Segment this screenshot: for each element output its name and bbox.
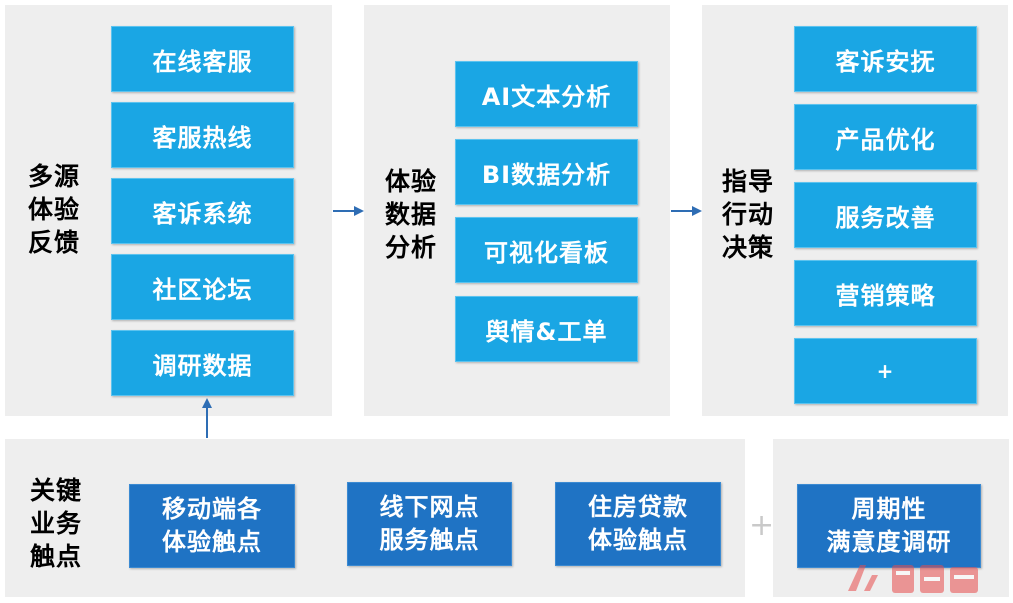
- source-service-hotline: 客服热线: [111, 102, 294, 168]
- analysis-bi-data: BI数据分析: [455, 139, 638, 205]
- source-community-forum: 社区论坛: [111, 254, 294, 320]
- action-more: +: [794, 338, 977, 404]
- source-survey-data: 调研数据: [111, 330, 294, 396]
- touchpoint-offline-line1: 线下网点: [379, 493, 480, 521]
- touchpoint-mortgage: 住房贷款 体验触点: [555, 482, 721, 566]
- satisfaction-survey-line1: 周期性: [851, 495, 927, 523]
- action-product-optimization: 产品优化: [794, 104, 977, 170]
- analysis-label: 体验 数据 分析: [385, 167, 438, 262]
- plus-separator: +: [749, 508, 775, 543]
- analysis-ai-text: AI文本分析: [455, 61, 638, 127]
- touchpoint-mortgage-line2: 体验触点: [588, 526, 688, 554]
- touchpoints-label: 关键 业务 触点: [30, 476, 83, 571]
- touchpoint-mobile-line1: 移动端各: [162, 495, 262, 523]
- analysis-dashboard: 可视化看板: [455, 217, 638, 283]
- touchpoint-mortgage-line1: 住房贷款: [588, 493, 688, 521]
- actions-label: 指导 行动 决策: [722, 167, 775, 262]
- action-marketing-strategy: 营销策略: [794, 260, 977, 326]
- analysis-opinion-ticket: 舆情&工单: [455, 296, 638, 362]
- sources-label: 多源 体验 反馈: [28, 162, 81, 257]
- watermark-logo: [848, 565, 978, 593]
- source-online-service: 在线客服: [111, 26, 294, 92]
- source-complaint-system: 客诉系统: [111, 178, 294, 244]
- touchpoint-offline: 线下网点 服务触点: [347, 482, 512, 566]
- satisfaction-survey: 周期性 满意度调研: [797, 484, 981, 568]
- touchpoint-mobile-line2: 体验触点: [162, 528, 262, 556]
- touchpoint-offline-line2: 服务触点: [379, 526, 480, 554]
- touchpoint-mobile: 移动端各 体验触点: [129, 484, 295, 568]
- action-service-improvement: 服务改善: [794, 182, 977, 248]
- satisfaction-survey-line2: 满意度调研: [826, 528, 952, 556]
- action-complaint-soothing: 客诉安抚: [794, 26, 977, 92]
